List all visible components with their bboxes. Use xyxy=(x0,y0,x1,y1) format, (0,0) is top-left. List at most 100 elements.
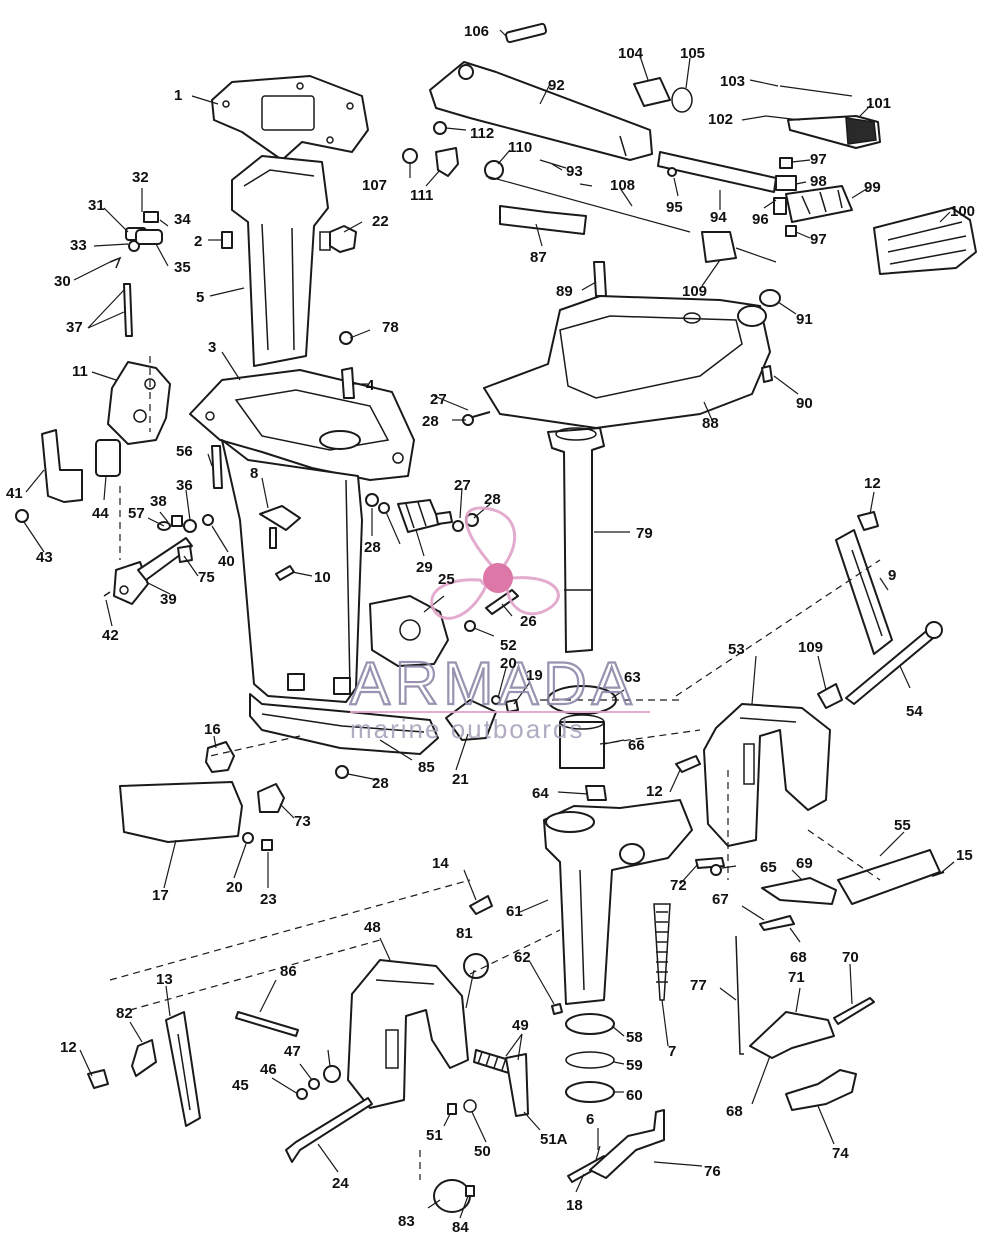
callout: 87 xyxy=(530,249,547,266)
part-bolt-89 xyxy=(593,261,607,297)
callout: 51A xyxy=(540,1131,568,1148)
part-screw-56 xyxy=(211,445,223,489)
callout: 58 xyxy=(626,1029,643,1046)
callout: 27 xyxy=(430,391,447,408)
callout: 65 xyxy=(760,859,777,876)
part-tiller-arm xyxy=(429,61,653,161)
part-screw-90 xyxy=(761,365,773,383)
callout: 35 xyxy=(174,259,191,276)
callout: 82 xyxy=(116,1005,133,1022)
callout: 107 xyxy=(362,177,387,194)
callout: 73 xyxy=(294,813,311,830)
callout: 63 xyxy=(624,669,641,686)
callout-labels: 1 2 3 4 5 6 7 8 9 10 11 12 12 12 12 13 1… xyxy=(6,23,975,1236)
callout: 28 xyxy=(372,775,389,792)
part-rod-86 xyxy=(235,1011,299,1037)
watermark: ARMADA marine outboards xyxy=(349,506,650,744)
part-pin-6 xyxy=(595,1145,601,1161)
callout: 24 xyxy=(332,1175,349,1192)
callout: 1 xyxy=(174,87,182,104)
part-lever-51a xyxy=(505,1053,529,1117)
callout: 111 xyxy=(410,187,433,204)
callout: 89 xyxy=(556,283,573,300)
part-grip-99 xyxy=(785,185,853,223)
callout: 61 xyxy=(506,903,523,920)
callout: 29 xyxy=(416,559,433,576)
part-spring-30 xyxy=(109,256,122,269)
part-cover-17 xyxy=(119,781,243,843)
callout: 101 xyxy=(866,95,891,112)
callout: 70 xyxy=(842,949,859,966)
part-adapter-plate xyxy=(189,369,415,481)
callout: 8 xyxy=(250,465,258,482)
part-screw-51 xyxy=(447,1103,457,1115)
callout: 16 xyxy=(204,721,221,738)
part-bushing-66 xyxy=(559,721,605,769)
callout: 99 xyxy=(864,179,881,196)
part-nut-107 xyxy=(402,148,418,164)
callout: 94 xyxy=(710,209,727,226)
part-lever-41 xyxy=(41,429,83,503)
callout: 104 xyxy=(618,45,644,62)
callout: 64 xyxy=(532,785,549,802)
part-pad-83 xyxy=(433,1179,471,1213)
part-cable-103 xyxy=(779,85,853,97)
part-stud-4 xyxy=(341,367,355,399)
part-nut-28c xyxy=(365,493,379,507)
callout: 68 xyxy=(726,1103,743,1120)
callout: 28 xyxy=(484,491,501,508)
callout: 97 xyxy=(810,231,827,248)
callout: 90 xyxy=(796,395,813,412)
part-link-102 xyxy=(765,115,801,121)
callout: 97 xyxy=(810,151,827,168)
part-clip-74 xyxy=(785,1069,857,1111)
callout: 55 xyxy=(894,817,911,834)
callout: 34 xyxy=(174,211,191,228)
callout: 41 xyxy=(6,485,23,502)
parts-drawing xyxy=(15,22,977,1213)
part-spring-7 xyxy=(653,903,671,1001)
callout: 59 xyxy=(626,1057,643,1074)
callout: 50 xyxy=(474,1143,491,1160)
part-link-9 xyxy=(835,529,893,655)
callout: 27 xyxy=(454,477,471,494)
part-grommet-22 xyxy=(329,225,357,253)
callout: 28 xyxy=(364,539,381,556)
logo-center xyxy=(483,563,513,593)
callout: 15 xyxy=(956,847,973,864)
leader-lines xyxy=(23,29,955,1219)
callout: 95 xyxy=(666,199,683,216)
callout: 109 xyxy=(682,283,707,300)
callout: 84 xyxy=(452,1219,469,1236)
part-screw-rod-24 xyxy=(285,1097,373,1163)
part-o-ring-59 xyxy=(565,1051,615,1069)
callout: 43 xyxy=(36,549,53,566)
part-nut-27b xyxy=(452,520,464,532)
part-bushing-60 xyxy=(565,1081,615,1103)
part-screw-95 xyxy=(667,167,677,177)
callout: 93 xyxy=(566,163,583,180)
propeller-logo xyxy=(430,506,560,620)
callout: 106 xyxy=(464,23,489,40)
part-tilt-lock-29 xyxy=(397,499,453,533)
callout: 71 xyxy=(788,969,805,986)
part-screw-23 xyxy=(261,839,273,851)
callout: 79 xyxy=(636,525,653,542)
callout: 30 xyxy=(54,273,71,290)
callout: 110 xyxy=(508,139,532,156)
part-link-69 xyxy=(761,877,837,905)
callout: 100 xyxy=(950,203,975,220)
callout: 7 xyxy=(668,1043,676,1060)
callout: 19 xyxy=(526,667,543,684)
part-block-35 xyxy=(135,229,163,245)
callout: 74 xyxy=(832,1145,849,1162)
part-pin-42 xyxy=(103,591,111,597)
part-washer-52 xyxy=(464,620,476,632)
part-spring-14 xyxy=(469,895,493,915)
part-stern-bracket-48 xyxy=(347,959,469,1109)
part-nut-78 xyxy=(339,331,353,345)
callout: 37 xyxy=(66,319,83,336)
part-screw-62 xyxy=(551,1003,563,1015)
part-screw-43 xyxy=(15,509,29,523)
callout: 10 xyxy=(314,569,331,586)
